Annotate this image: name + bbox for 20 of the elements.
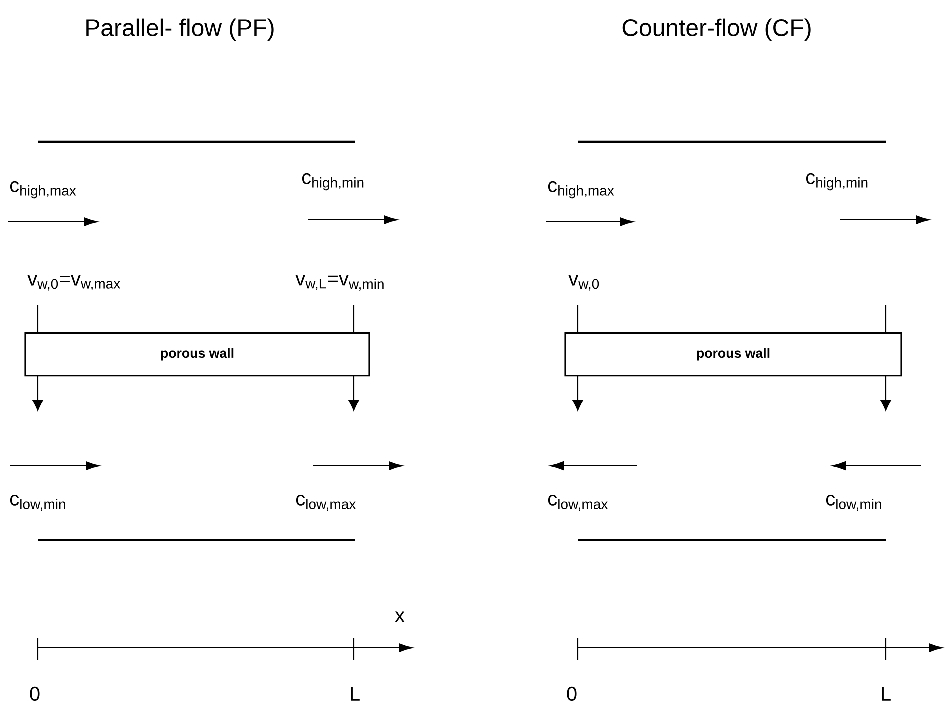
tick-label: 0 bbox=[30, 686, 40, 702]
concentration-label: c$_{low,min}$ bbox=[826, 494, 882, 512]
panel-title: Parallel- flow (PF) bbox=[86, 18, 274, 42]
concentration-label: c$_{low,min}$ bbox=[10, 494, 66, 512]
concentration-label: c$_{high,min}$ bbox=[806, 173, 868, 191]
tick-label: 0 bbox=[567, 686, 577, 702]
concentration-label: c$_{high,max}$ bbox=[10, 181, 76, 199]
tick-label: L bbox=[351, 687, 360, 701]
porous-wall-box: porous wall bbox=[24, 332, 370, 377]
panel-title: Counter-flow (CF) bbox=[622, 18, 811, 42]
tick-label: L bbox=[882, 687, 891, 701]
velocity-label: v$_{w,L}$=v$_{w,min}$ bbox=[296, 275, 384, 291]
axis-label: x bbox=[395, 612, 405, 622]
velocity-label: v$_{w,0}$ bbox=[568, 275, 600, 291]
concentration-label: c$_{high,max}$ bbox=[548, 181, 614, 199]
concentration-label: c$_{low,max}$ bbox=[296, 494, 356, 512]
porous-wall-box: porous wall bbox=[564, 332, 902, 377]
concentration-label: c$_{low,max}$ bbox=[548, 494, 608, 512]
concentration-label: c$_{high,min}$ bbox=[302, 173, 364, 191]
velocity-label: v$_{w,0}$=v$_{w,max}$ bbox=[28, 275, 120, 291]
